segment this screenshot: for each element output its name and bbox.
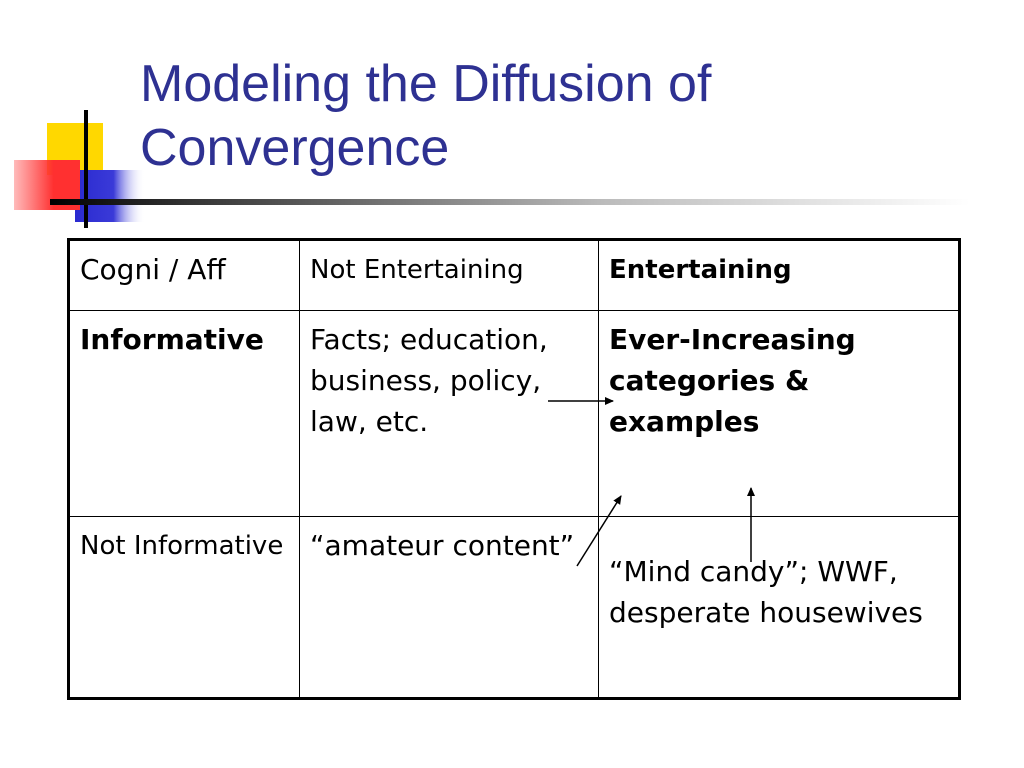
cell-not-informative-not-entertaining: “amateur content” — [299, 516, 599, 699]
table-row: Not Informative “amateur content” “Mind … — [68, 516, 960, 699]
cell-informative-not-entertaining: Facts; education, business, policy, law,… — [299, 310, 599, 518]
slide-title: Modeling the Diffusion of Convergence — [140, 52, 1000, 180]
cell-informative-entertaining: Ever-Increasing categories & examples — [598, 310, 960, 518]
table-row: Informative Facts; education, business, … — [68, 310, 960, 518]
slide-title-line1: Modeling the Diffusion of — [140, 55, 712, 113]
header-not-entertaining: Not Entertaining — [299, 238, 599, 312]
header-corner-cell: Cogni / Aff — [68, 238, 300, 312]
table-header-row: Cogni / Aff Not Entertaining Entertainin… — [68, 238, 960, 312]
mind-candy-text: “Mind candy”; WWF, desperate housewives — [609, 555, 923, 630]
row-label-informative: Informative — [68, 310, 300, 518]
header-entertaining: Entertaining — [598, 238, 960, 312]
matrix-table: Cogni / Aff Not Entertaining Entertainin… — [67, 238, 961, 700]
cell-not-informative-entertaining: “Mind candy”; WWF, desperate housewives — [598, 516, 960, 699]
slide-title-line2: Convergence — [140, 119, 450, 177]
row-label-not-informative: Not Informative — [68, 516, 300, 699]
title-rule — [50, 199, 970, 205]
